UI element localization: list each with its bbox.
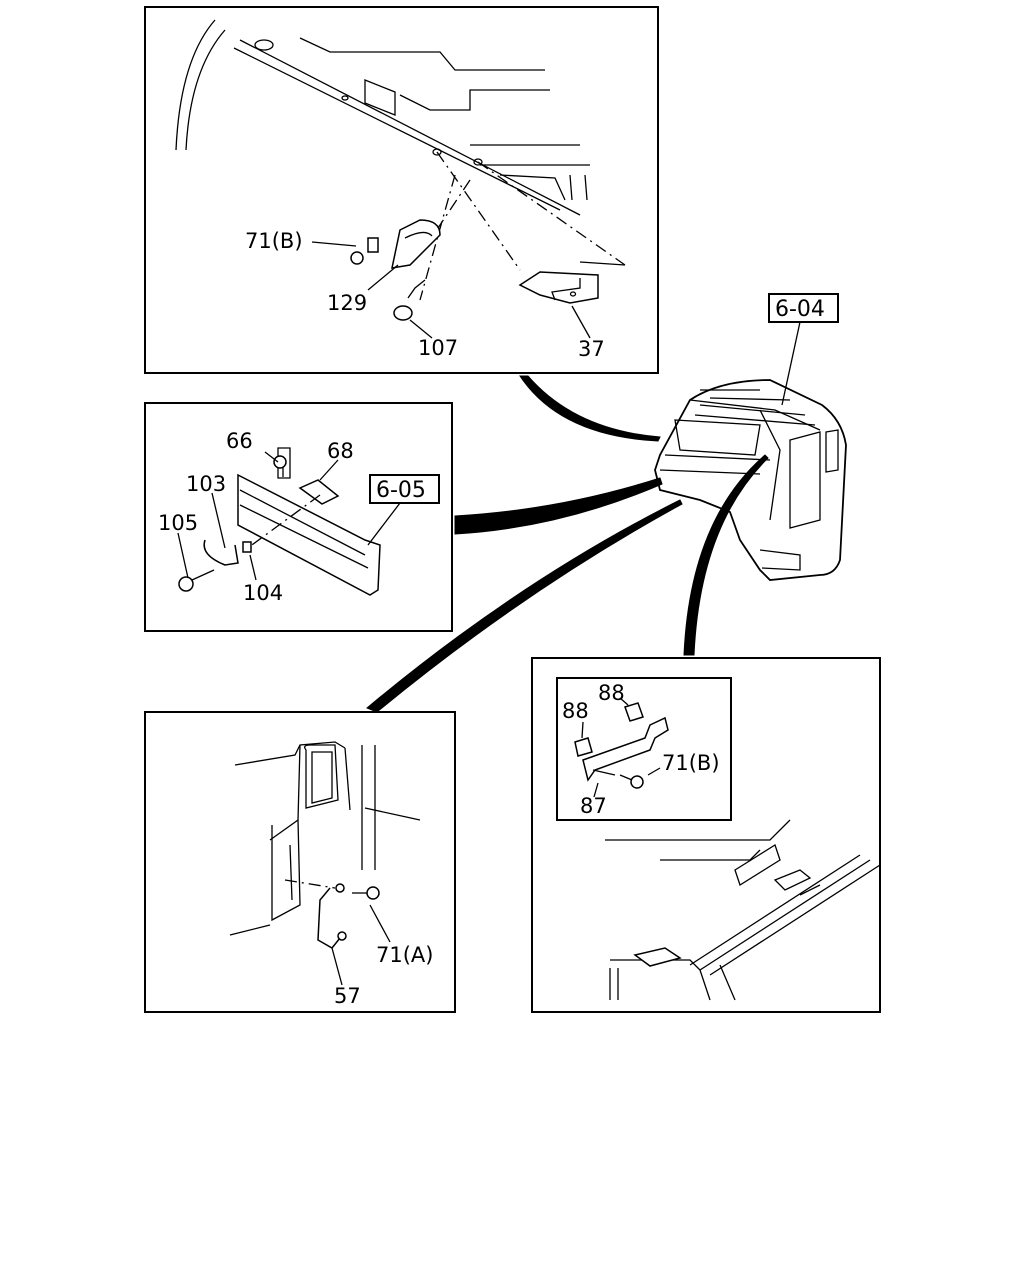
callout-105: 105 bbox=[158, 511, 198, 535]
panel-lower-left: 71(A) 57 bbox=[144, 711, 456, 1013]
ref-box-6-04: 6-04 bbox=[775, 297, 825, 322]
callout-129: 129 bbox=[327, 291, 367, 315]
ref-box-6-05: 6-05 bbox=[376, 478, 426, 503]
panel-middle: 6-05 66 68 103 105 104 bbox=[144, 402, 453, 632]
callout-68: 68 bbox=[327, 439, 354, 463]
panel-lower-right: 88 88 71(B) 87 bbox=[531, 657, 881, 1013]
callout-107: 107 bbox=[418, 336, 458, 360]
callout-71b-lower: 71(B) bbox=[662, 751, 720, 775]
callout-57: 57 bbox=[334, 984, 361, 1008]
callout-37: 37 bbox=[578, 337, 605, 361]
cab-overview: 6-04 bbox=[654, 293, 847, 581]
callout-103: 103 bbox=[186, 472, 226, 496]
callout-66: 66 bbox=[226, 429, 253, 453]
panel-top: 71(B) 129 107 37 bbox=[144, 6, 659, 374]
callout-104: 104 bbox=[243, 581, 283, 605]
callout-71a: 71(A) bbox=[376, 943, 433, 967]
callout-87: 87 bbox=[580, 794, 607, 818]
callout-88-right: 88 bbox=[598, 681, 625, 705]
callout-71b-top: 71(B) bbox=[245, 229, 303, 253]
callout-88-left: 88 bbox=[562, 699, 589, 723]
